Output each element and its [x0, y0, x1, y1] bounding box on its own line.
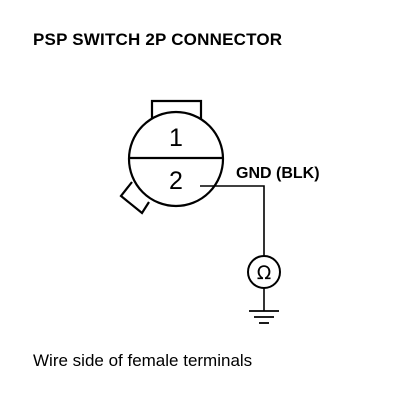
terminal-1-label: 1: [169, 124, 183, 152]
gnd-wire-label: GND (BLK): [236, 165, 320, 182]
diagram-title: PSP SWITCH 2P CONNECTOR: [33, 30, 283, 49]
ground-icon: [249, 310, 279, 324]
gnd-wire: [200, 185, 265, 256]
terminal-2-label: 2: [169, 167, 183, 195]
ohm-symbol: Ω: [257, 262, 272, 284]
ohmmeter-icon: Ω: [247, 255, 281, 289]
diagram-caption: Wire side of female terminals: [33, 351, 253, 370]
connector-key-notch: [119, 181, 150, 215]
